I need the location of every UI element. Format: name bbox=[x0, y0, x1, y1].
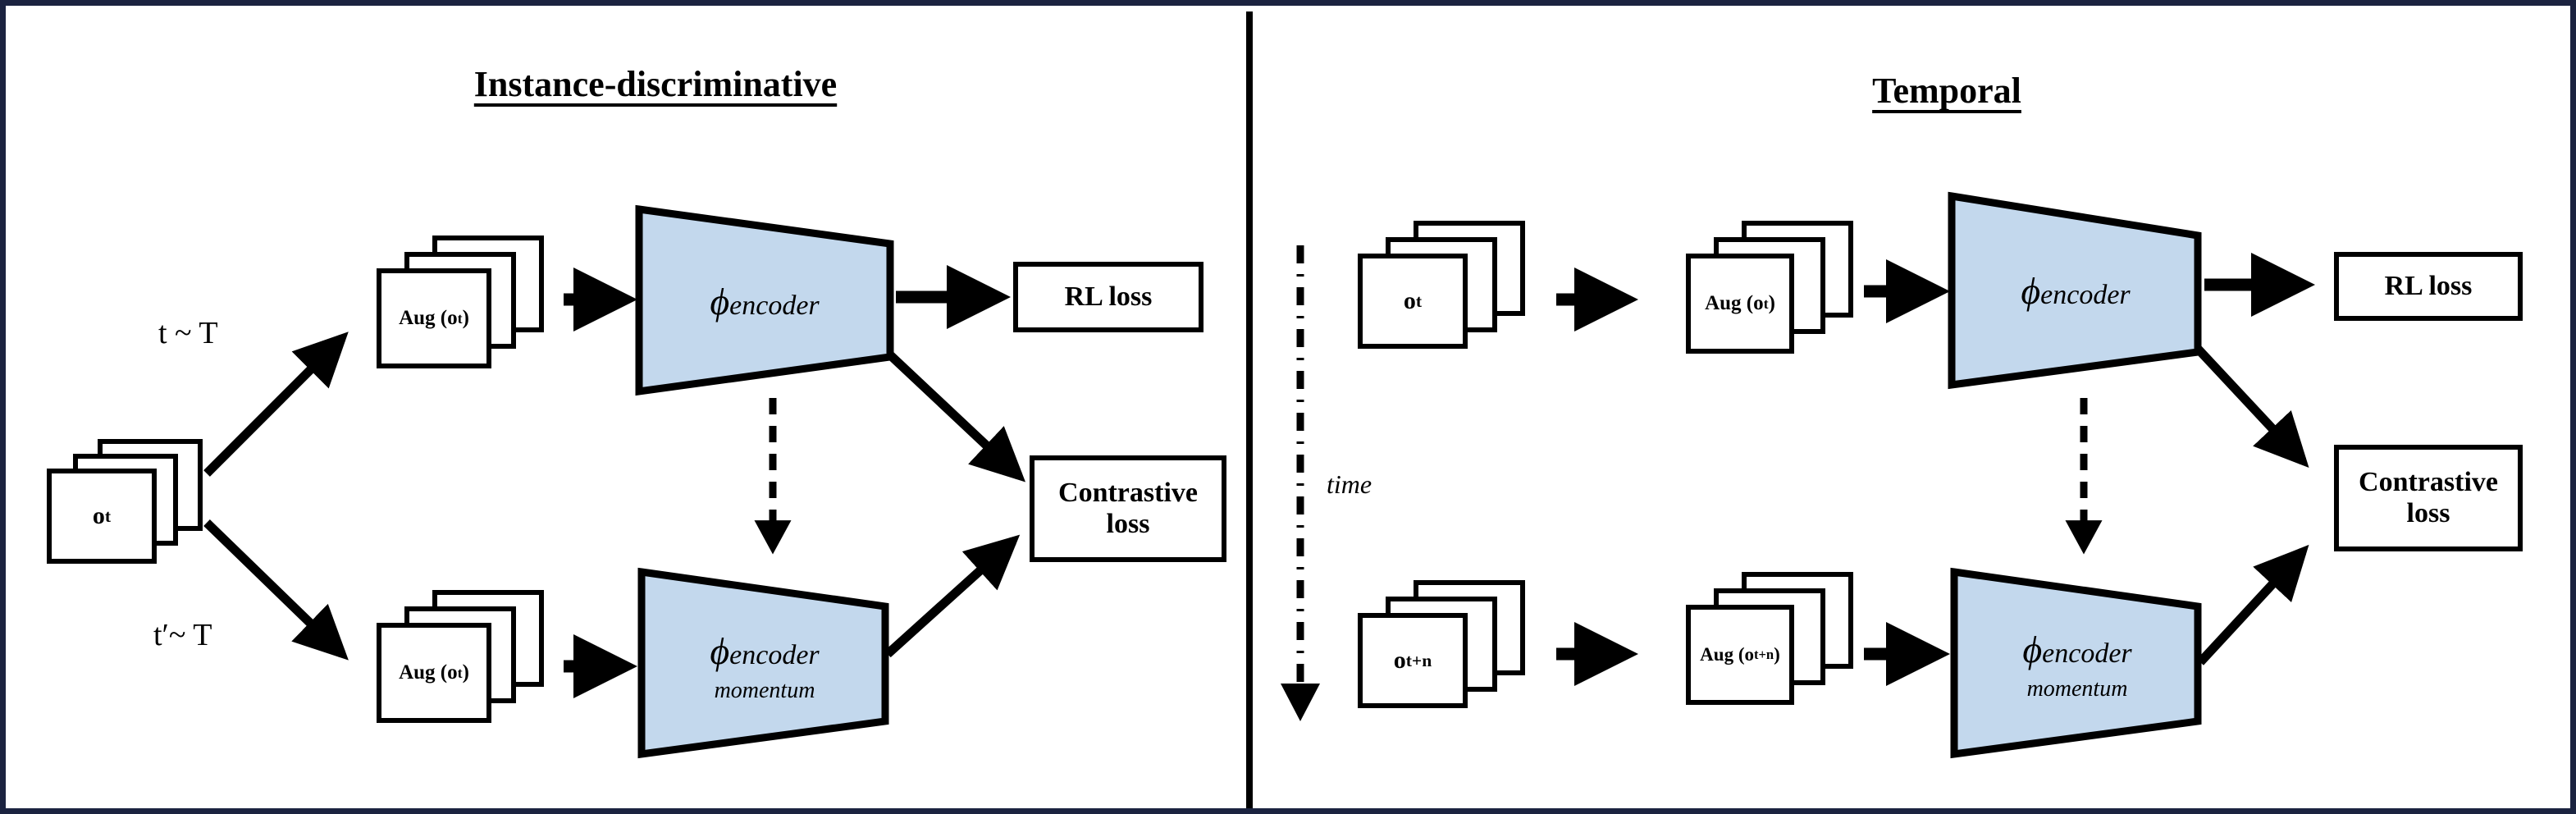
diagram-vector-layer bbox=[203, 11, 2316, 808]
arrow-momentum-encoder-to-contrastive-loss-right bbox=[2196, 544, 2309, 665]
time-axis-arrowhead bbox=[1281, 684, 1320, 721]
arrow-source-to-aug-top bbox=[203, 332, 349, 477]
contrastive-loss-box-right: Contrastive loss bbox=[2334, 445, 2523, 551]
encoder-trapezoid-right-bottom bbox=[1950, 567, 2202, 759]
contrastive-loss-box-left: Contrastive loss bbox=[1030, 455, 1226, 562]
contrastive-loss-label-line2: loss bbox=[1106, 509, 1150, 539]
contrastive-loss-label-line2: loss bbox=[2406, 498, 2450, 528]
encoder-trapezoid-right-top bbox=[1948, 191, 2202, 390]
rl-loss-box-right: RL loss bbox=[2334, 252, 2523, 321]
contrastive-loss-label-line1: Contrastive bbox=[2359, 466, 2498, 497]
arrow-momentum-encoder-to-contrastive-loss bbox=[884, 534, 1021, 658]
rl-loss-box-left: RL loss bbox=[1013, 262, 1204, 332]
transform-label-top: t ~ T bbox=[158, 316, 218, 350]
encoder-trapezoid-left-top bbox=[635, 204, 894, 396]
arrow-source-to-aug-bottom bbox=[203, 519, 349, 661]
contrastive-loss-label-line1: Contrastive bbox=[1058, 477, 1198, 508]
encoder-trapezoid-left-bottom bbox=[637, 567, 889, 759]
panel-title-temporal: Temporal bbox=[1872, 71, 2021, 111]
transform-label-bottom: t′~ T bbox=[153, 618, 212, 652]
arrow-encoder-to-contrastive-loss bbox=[882, 346, 1026, 482]
time-axis-label: time bbox=[1327, 469, 1372, 499]
rl-loss-label: RL loss bbox=[2384, 270, 2473, 301]
arrow-encoder-to-contrastive-loss-right bbox=[2194, 345, 2309, 469]
panel-title-instance-discriminative: Instance-discriminative bbox=[473, 64, 838, 104]
rl-loss-label: RL loss bbox=[1064, 281, 1153, 312]
